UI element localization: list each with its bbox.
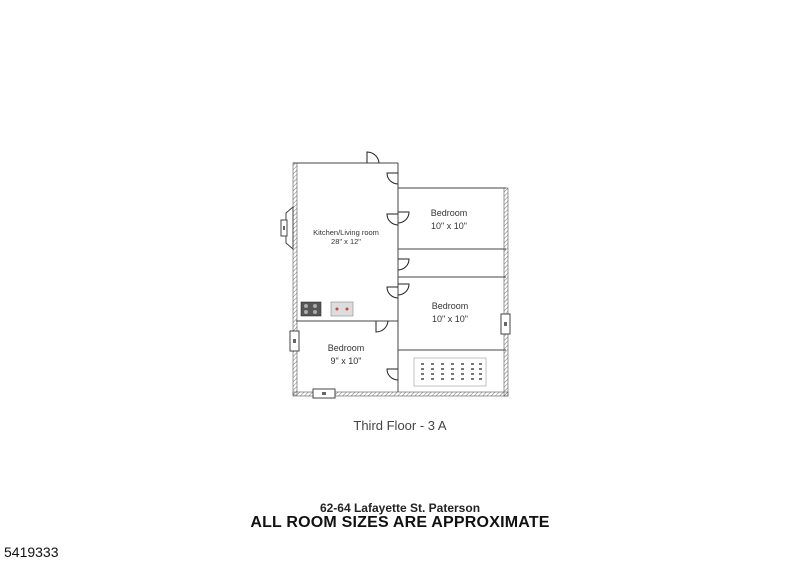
room-name-bedroom-3: Bedroom: [328, 343, 365, 353]
kitchen-appliances: [300, 301, 354, 317]
sink-icon: [330, 301, 354, 317]
room-size-kitchen-living: 28" x 12": [331, 237, 361, 246]
room-size-bedroom-1: 10" x 10": [431, 221, 467, 231]
listing-id: 5419333: [4, 544, 59, 560]
room-name-bedroom-2: Bedroom: [432, 301, 469, 311]
closet-shelving: [413, 357, 487, 387]
windows: [289, 313, 511, 399]
floor-label: Third Floor - 3 A: [353, 418, 447, 433]
room-size-bedroom-3: 9" x 10": [331, 356, 362, 366]
stove-icon: [300, 301, 322, 317]
room-name-kitchen-living: Kitchen/Living room: [313, 228, 379, 237]
room-size-bedroom-2: 10" x 10": [432, 314, 468, 324]
room-name-bedroom-1: Bedroom: [431, 208, 468, 218]
door-swings: [366, 151, 410, 381]
interior-walls: [293, 162, 506, 392]
bay-window: [280, 205, 294, 251]
property-address: 62-64 Lafayette St. Paterson: [319, 501, 481, 515]
size-disclaimer: ALL ROOM SIZES ARE APPROXIMATE: [250, 514, 550, 531]
